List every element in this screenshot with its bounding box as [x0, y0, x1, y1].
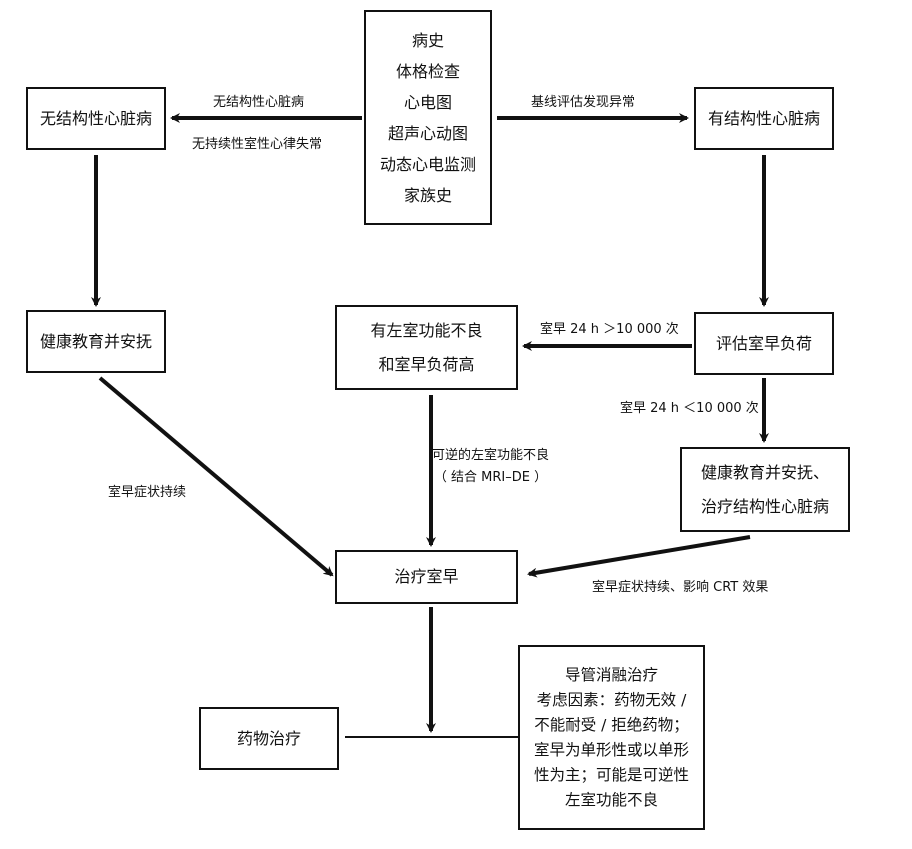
lv-dysfunction-box: 有左室功能不良 和室早负荷高: [335, 305, 518, 390]
edge-label-reversible-lv-line: 可逆的左室功能不良: [432, 448, 550, 463]
history-box: 病史 体格检查 心电图 超声心动图 动态心电监测 家族史: [364, 10, 492, 225]
no-structural-box: 无结构性心脏病: [26, 87, 166, 150]
no-structural-label: 无结构性心脏病: [39, 108, 152, 128]
history-line: 心电图: [403, 92, 452, 112]
drug-label: 药物治疗: [236, 728, 301, 748]
history-line: 体格检查: [395, 61, 460, 81]
edge-label-reversible-lv: 可逆的左室功能不良 （ 结合 MRI–DE ）: [432, 445, 549, 489]
treat-pvc-label: 治疗室早: [394, 567, 459, 586]
edge-label-pvc-high: 室早 24 h ＞10 000 次: [540, 322, 679, 337]
edge-label-symptoms-crt: 室早症状持续、影响 CRT 效果: [592, 580, 769, 595]
health-ed-left-label: 健康教育并安抚: [39, 331, 152, 351]
history-line: 病史: [411, 30, 444, 50]
health-ed-right-box: 健康教育并安抚、 治疗结构性心脏病: [680, 447, 850, 532]
edge-label-no-sustained-arrhythmia: 无持续性室性心律失常: [192, 137, 323, 152]
ablation-line: 性为主；可能是可逆性: [533, 765, 689, 784]
treat-pvc-box: 治疗室早: [335, 550, 518, 604]
ablation-line: 不能耐受 / 拒绝药物；: [534, 715, 689, 734]
health-ed-right-line: 治疗结构性心脏病: [700, 496, 829, 516]
lv-dysfunction-line: 和室早负荷高: [378, 354, 475, 374]
edge-label-reversible-lv-line: （ 结合 MRI–DE ）: [433, 470, 548, 485]
ablation-line: 考虑因素：药物无效 /: [536, 690, 687, 709]
ablation-line: 导管消融治疗: [564, 665, 658, 684]
arrow-right-to-treat: [527, 535, 751, 578]
structural-label: 有结构性心脏病: [707, 108, 820, 128]
ablation-line: 左室功能不良: [564, 790, 658, 809]
history-line: 动态心电监测: [379, 154, 476, 174]
assess-burden-box: 评估室早负荷: [694, 312, 834, 375]
edge-label-pvc-low: 室早 24 h ＜10 000 次: [620, 401, 759, 416]
drug-box: 药物治疗: [199, 707, 339, 770]
edge-label-symptoms-persist: 室早症状持续: [108, 485, 187, 500]
edge-label-no-structural: 无结构性心脏病: [213, 95, 305, 110]
arrow-left-to-treat: [98, 376, 334, 577]
assess-burden-label: 评估室早负荷: [715, 333, 812, 353]
health-ed-left-box: 健康教育并安抚: [26, 310, 166, 373]
edge-label-baseline-abnormal: 基线评估发现异常: [531, 95, 636, 110]
lv-dysfunction-line: 有左室功能不良: [370, 320, 483, 340]
health-ed-right-line: 健康教育并安抚、: [700, 462, 829, 482]
history-line: 超声心动图: [387, 123, 468, 143]
structural-box: 有结构性心脏病: [694, 87, 834, 150]
ablation-box: 导管消融治疗 考虑因素：药物无效 / 不能耐受 / 拒绝药物； 室早为单形性或以…: [518, 645, 705, 830]
ablation-line: 室早为单形性或以单形: [533, 740, 689, 759]
history-line: 家族史: [403, 185, 452, 205]
